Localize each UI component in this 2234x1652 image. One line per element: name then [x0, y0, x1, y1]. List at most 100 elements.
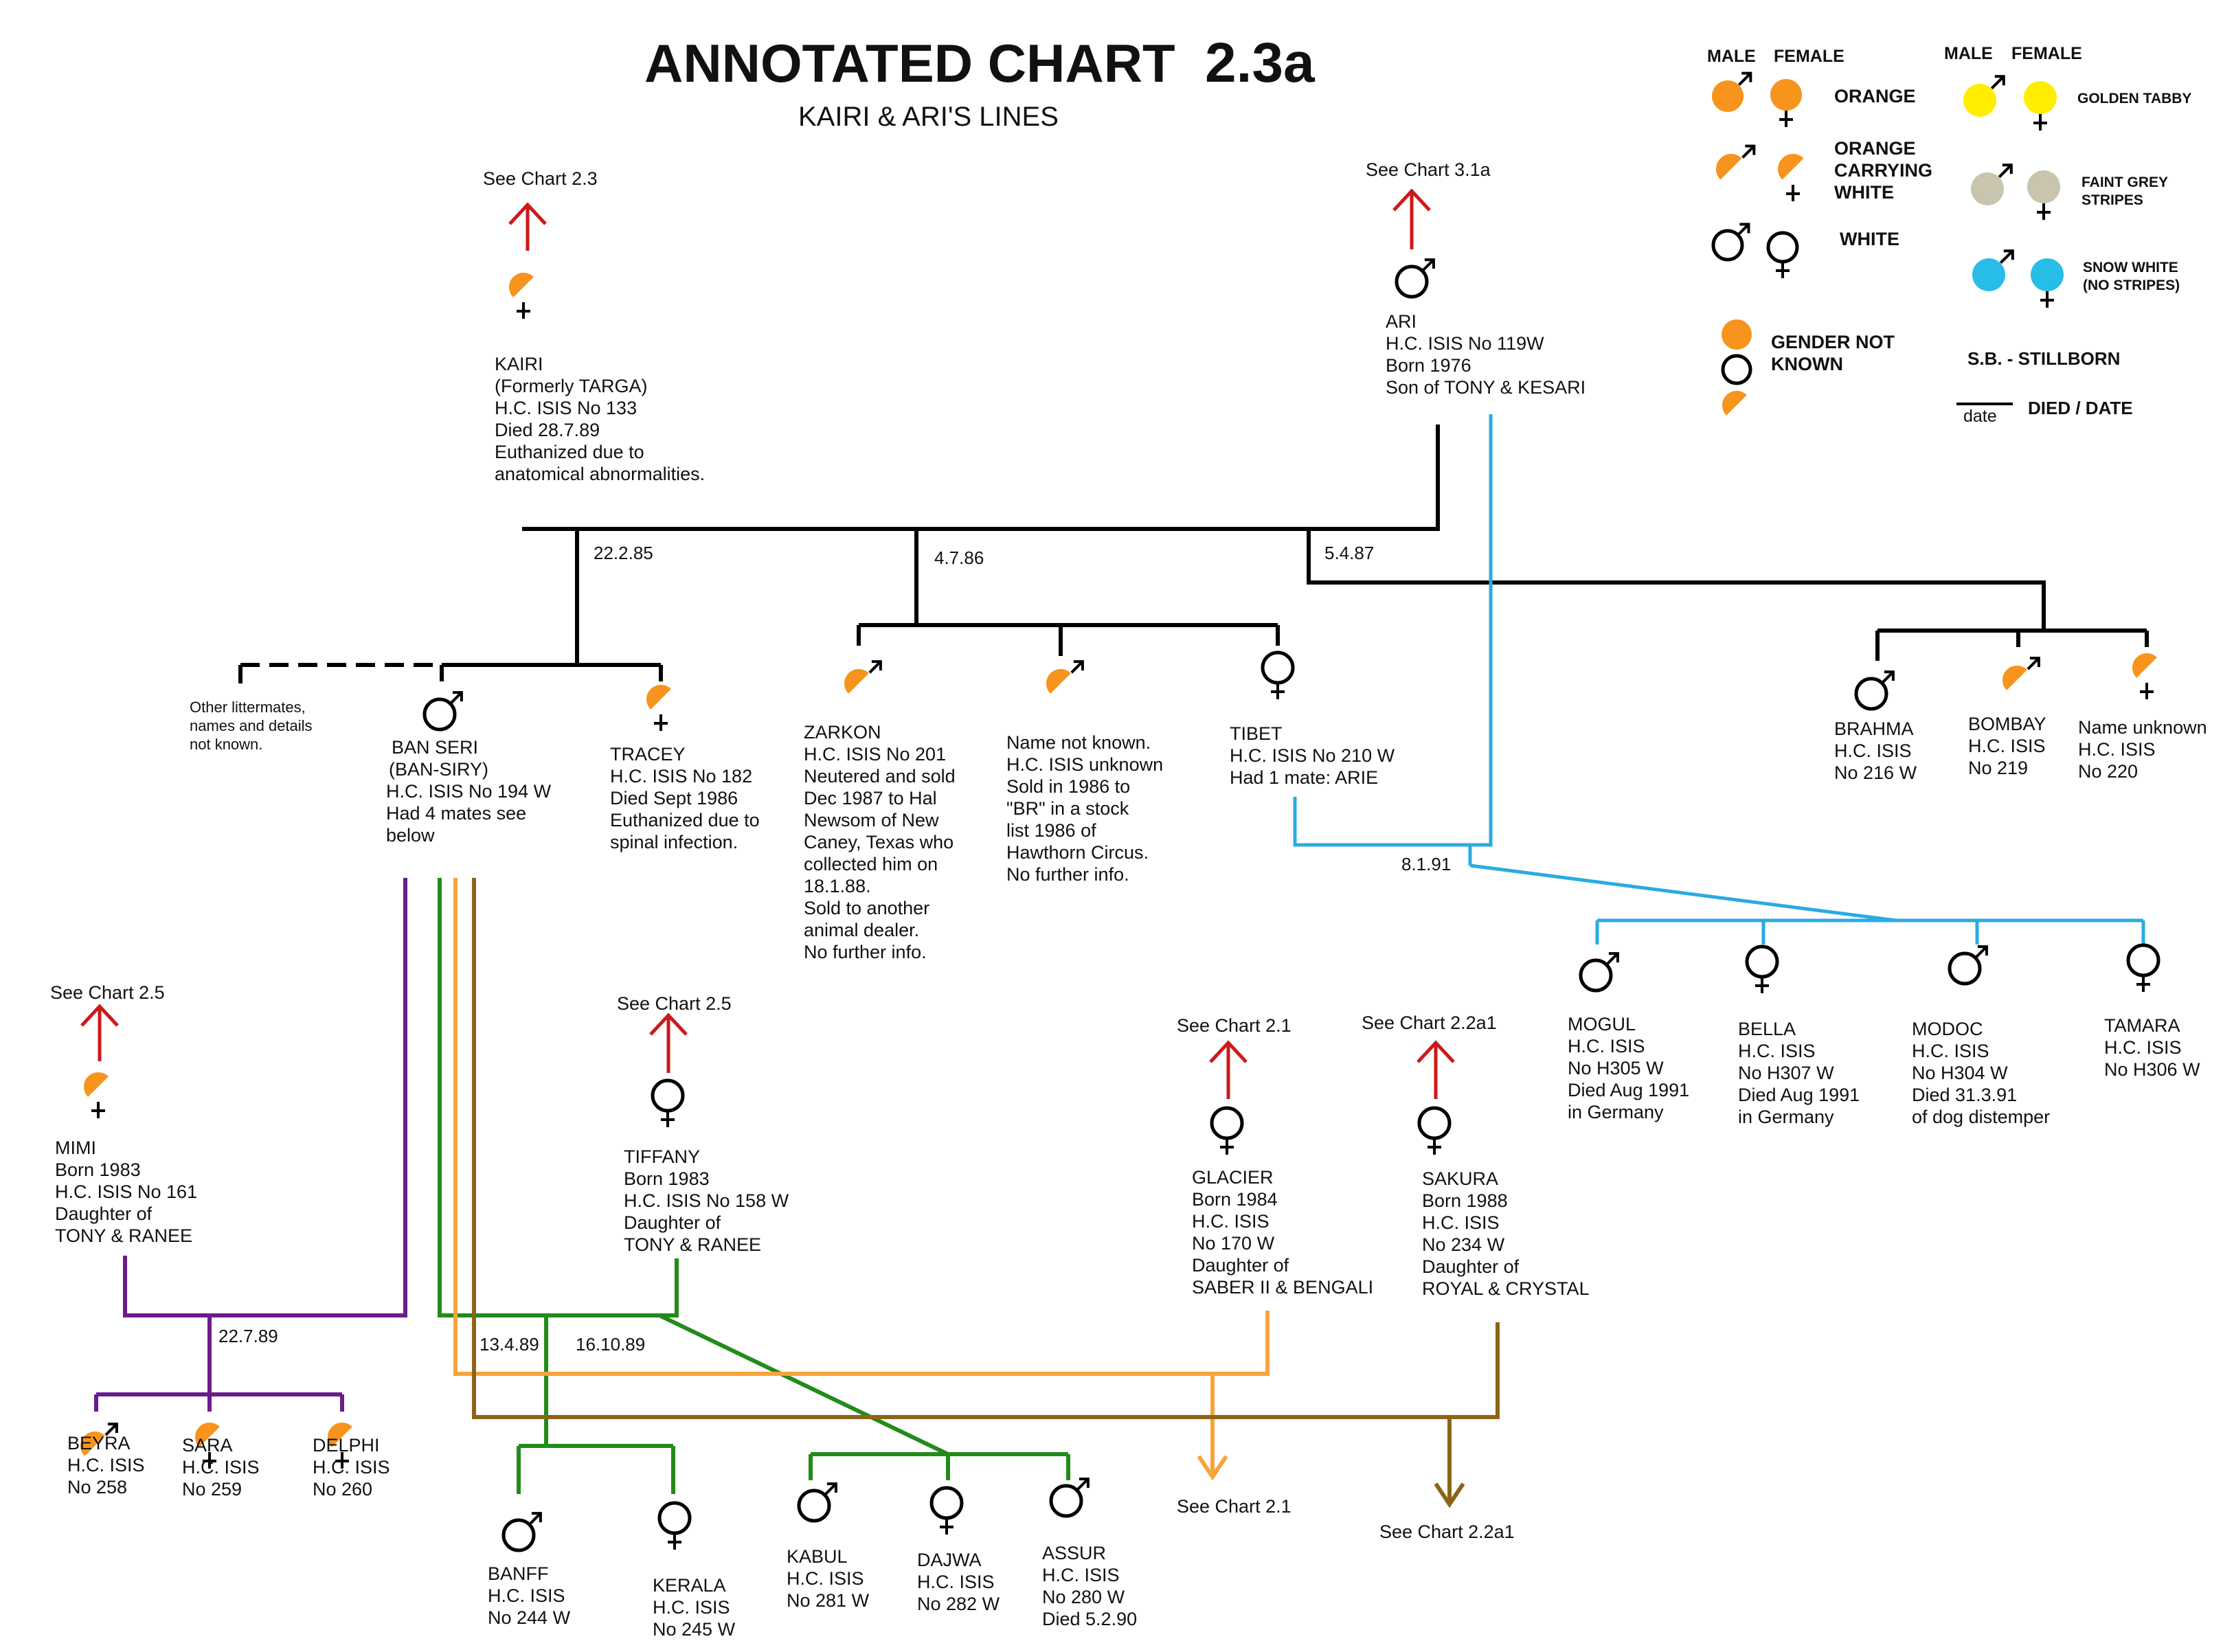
legend-orange-carrying-white-label: ORANGE CARRYING WHITE — [1834, 138, 1933, 203]
cat-info-line: Daughter of — [624, 1212, 721, 1233]
cat-info-line: No 170 W — [1192, 1233, 1275, 1254]
cat-info-line: No 216 W — [1834, 762, 1917, 783]
cat-info-line: (Formerly TARGA) — [495, 376, 648, 396]
cat-info-line: "BR" in a stock — [1006, 798, 1129, 819]
legend-died-date-label: DIED / DATE — [2028, 398, 2133, 418]
cat-info-line: No 280 W — [1042, 1587, 1125, 1607]
cat-info-line: H.C. ISIS No 133 — [495, 398, 638, 418]
cat-info-line: BANFF — [488, 1563, 549, 1584]
cat-info-line: H.C. ISIS — [2078, 739, 2156, 760]
legend-male-header-1: MALE — [1707, 47, 1756, 66]
legend-snow-white-label: SNOW WHITE (NO STRIPES) — [2083, 260, 2180, 293]
cat-info-line: H.C. ISIS — [1192, 1211, 1270, 1232]
cat-info-line: H.C. ISIS — [787, 1568, 864, 1589]
zarkon-male-icon — [843, 660, 882, 699]
cat-info-line: H.C. ISIS — [488, 1585, 565, 1606]
cat-info-line: No 281 W — [787, 1590, 870, 1611]
legend-orange-carrying-white-female-icon — [1776, 152, 1809, 201]
legend-stillborn-label: S.B. - STILLBORN — [1967, 348, 2121, 369]
legend-orange-carrying-white-male-icon — [1715, 144, 1756, 185]
cat-info-line: Neutered and sold — [804, 766, 956, 787]
cat-info-line: Died 31.3.91 — [1912, 1085, 2018, 1105]
legend-male-header-2: MALE — [1944, 44, 1993, 63]
dajwa-female-icon — [929, 1486, 964, 1535]
cat-info-line: SAKURA — [1422, 1168, 1499, 1189]
tibet-female-icon — [1261, 650, 1295, 699]
kabul-male-icon — [797, 1482, 837, 1523]
cat-info-line: No H305 W — [1568, 1058, 1664, 1078]
tamara-female-icon — [2126, 943, 2160, 992]
brahma-male-icon — [1854, 670, 1895, 711]
black-lines — [440, 425, 2149, 681]
cat-info-line: H.C. ISIS — [67, 1455, 145, 1475]
cat-info-line: Born 1984 — [1192, 1189, 1278, 1210]
cat-info-line: SARA — [182, 1435, 233, 1456]
cat-info-line: TONY & RANEE — [624, 1234, 762, 1255]
cat-info-line: list 1986 of — [1006, 820, 1096, 841]
cat-info-line: No further info. — [1006, 864, 1129, 885]
legend-gender-unknown-orange-icon — [1722, 319, 1752, 350]
purple-lines — [94, 878, 407, 1412]
cat-info-line: H.C. ISIS — [1912, 1041, 1989, 1061]
cat-info-line: H.C. ISIS — [1738, 1041, 1816, 1061]
legend-golden-tabby-label: GOLDEN TABBY — [2077, 91, 2192, 106]
mimi-female-icon — [82, 1071, 114, 1118]
cat-info-line: H.C. ISIS — [1968, 736, 2046, 756]
bombay-male-icon — [2001, 657, 2040, 696]
cat-info-line: Caney, Texas who — [804, 832, 954, 852]
cat-info-line: Born 1976 — [1386, 355, 1471, 376]
glacier-female-icon — [1210, 1106, 1244, 1155]
legend-faint-grey-label: FAINT GREY STRIPES — [2081, 174, 2169, 208]
cat-info-line: No H307 W — [1738, 1063, 1834, 1083]
cat-info-line: Died Aug 1991 — [1738, 1085, 1860, 1105]
cat-info-line: TIBET — [1230, 723, 1283, 744]
cat-info-line: No 258 — [67, 1477, 128, 1497]
mating-date-5: 22.7.89 — [218, 1326, 278, 1346]
cat-info-line: in Germany — [1568, 1102, 1664, 1122]
cat-info-line: KERALA — [653, 1575, 726, 1596]
chart-title: ANNOTATED CHART 2.3a — [644, 32, 1315, 94]
cat-info-line: TONY & RANEE — [55, 1225, 193, 1246]
ari-male-icon — [1395, 258, 1435, 299]
cat-info-line: in Germany — [1738, 1107, 1834, 1127]
cat-info-line: Died Aug 1991 — [1568, 1080, 1690, 1100]
bella-female-icon — [1745, 944, 1779, 993]
cat-info-line: BRAHMA — [1834, 718, 1914, 739]
cat-info-line: No 220 — [2078, 761, 2139, 782]
cat-info-line: ZARKON — [804, 722, 881, 743]
red-arrows — [80, 188, 1455, 1099]
ref-chart-2-1-glacier: See Chart 2.1 — [1177, 1015, 1291, 1036]
ref-chart-2-2a1-bottom: See Chart 2.2a1 — [1379, 1521, 1515, 1542]
tiffany-female-icon — [651, 1078, 685, 1127]
light-orange-lines — [453, 878, 1270, 1481]
cat-info-line: DELPHI — [313, 1435, 380, 1456]
legend-snow-white-female-icon — [2031, 258, 2064, 308]
cat-info-line: Euthanized due to — [495, 442, 644, 462]
banseri-male-icon — [422, 691, 463, 732]
cat-info-line: ARI — [1386, 311, 1417, 332]
nameunknown-female-icon — [2131, 652, 2163, 699]
cat-info-line: Dec 1987 to Hal — [804, 788, 937, 808]
legend-female-header-1: FEMALE — [1774, 47, 1844, 66]
cat-info-line: Name not known. — [1006, 732, 1151, 753]
cat-info-line: H.C. ISIS — [1568, 1036, 1645, 1056]
cat-info-line: Had 4 mates see — [386, 803, 527, 824]
cat-info-line: BOMBAY — [1968, 714, 2046, 734]
chart-subtitle: KAIRI & ARI'S LINES — [798, 102, 1059, 132]
banff-male-icon — [501, 1512, 542, 1552]
cat-info-line: BELLA — [1738, 1019, 1796, 1039]
cat-info-line: Born 1983 — [55, 1159, 141, 1180]
cat-info-line: MOGUL — [1568, 1014, 1636, 1034]
cat-info-line: No H304 W — [1912, 1063, 2008, 1083]
other-littermates-note: Other littermates, names and details not… — [190, 699, 313, 753]
cat-info-line: H.C. ISIS No 201 — [804, 744, 947, 765]
